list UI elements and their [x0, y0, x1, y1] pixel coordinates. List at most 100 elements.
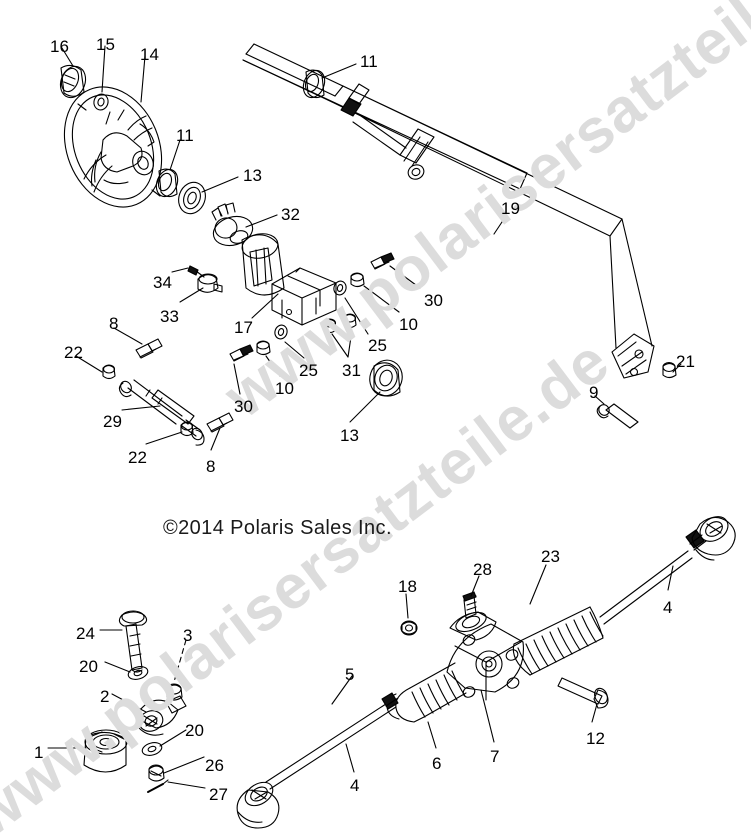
callout-11-wheel: 11 [176, 126, 194, 145]
leader-22-lower [145, 431, 183, 445]
part-29-steering-damper [118, 379, 205, 446]
leader-25-left [284, 341, 305, 359]
part-28-grease-fitting [462, 591, 477, 619]
callout-22-lower: 22 [128, 448, 147, 467]
part-11-ring-wheel [155, 168, 179, 198]
part-20-washer-upper [127, 666, 149, 680]
leader-30-right [389, 265, 421, 289]
part-13-bearing-lower [369, 359, 403, 397]
callout-6: 6 [432, 754, 442, 773]
part-14-steering-wheel [63, 86, 163, 208]
part-23-boot-right [512, 606, 604, 676]
callout-29: 29 [103, 412, 122, 431]
part-30-bolt-left [229, 344, 254, 362]
part-30-bolt-right [370, 252, 395, 270]
leader-23 [529, 564, 547, 605]
callout-22-upper: 22 [64, 343, 83, 362]
leader-20-upper [104, 661, 131, 673]
part-9-bolt [596, 403, 639, 429]
part-26-nut [148, 764, 165, 782]
leader-30-left [233, 363, 241, 395]
leader-33 [179, 287, 204, 303]
copyright-notice: ©2014 Polaris Sales Inc. [163, 517, 392, 539]
callout-10-left: 10 [275, 379, 294, 398]
callout-33: 33 [160, 307, 179, 326]
part-13-bearing-upper [178, 181, 206, 215]
part-27-cotter-pin [147, 779, 169, 793]
leader-17 [251, 293, 279, 319]
leader-15 [101, 45, 106, 93]
leader-27 [167, 781, 206, 789]
callout-9: 9 [589, 383, 599, 402]
leader-4-left [345, 743, 355, 773]
leader-25-right [344, 297, 369, 335]
part-5-tie-rod-left [236, 692, 399, 829]
part-8-bolt-lower [206, 412, 234, 433]
leader-8-upper [113, 327, 143, 345]
part-31-nuts [323, 313, 357, 334]
callout-26: 26 [205, 756, 224, 775]
callout-8-lower: 8 [206, 457, 216, 476]
part-24-bolt [118, 610, 148, 673]
callout-11-upper: 11 [360, 52, 378, 71]
callout-16: 16 [50, 37, 69, 56]
leader-34 [171, 267, 189, 273]
leader-10-right [363, 285, 400, 313]
part-22-nut-upper [102, 364, 116, 380]
leader-6 [427, 721, 437, 749]
leader-26 [163, 756, 205, 774]
part-12-bolt [557, 677, 609, 709]
part-2-lower-joint [138, 695, 187, 736]
leader-31 [331, 329, 353, 358]
leader-20-lower [159, 729, 187, 747]
part-8-bolt-upper [135, 338, 163, 359]
callout-25-left: 25 [299, 361, 318, 380]
leader-9 [594, 395, 605, 405]
part-18-washer [400, 620, 418, 636]
callout-12: 12 [586, 729, 605, 748]
leader-11-wheel [169, 139, 181, 171]
callout-2: 2 [100, 687, 110, 706]
leader-3 [173, 639, 187, 683]
leader-18 [405, 593, 409, 619]
leader-12 [591, 703, 598, 723]
callout-14: 14 [140, 45, 159, 64]
part-22-nut-lower [180, 421, 194, 437]
part-19-steering-shaft [242, 43, 655, 379]
callout-19: 19 [501, 199, 520, 218]
part-10-nut-left [256, 340, 271, 356]
callout-27: 27 [209, 785, 228, 804]
leader-21 [672, 363, 682, 373]
callout-10-right: 10 [399, 315, 418, 334]
part-7-rack-housing [446, 611, 524, 701]
part-25-washer-right [333, 280, 347, 296]
callout-13-upper: 13 [243, 166, 262, 185]
callout-28: 28 [473, 560, 492, 579]
callout-31: 31 [342, 361, 361, 380]
leader-4-right [667, 565, 674, 591]
callout-4-left: 4 [350, 776, 360, 795]
part-1-post-bushing [83, 729, 128, 773]
callout-5: 5 [345, 665, 355, 684]
callout-20-lower: 20 [185, 721, 204, 740]
part-10-nut-right [350, 272, 365, 288]
leader-10-left [265, 355, 281, 377]
leader-16 [61, 47, 74, 67]
leader-29 [121, 405, 161, 411]
callout-21: 21 [676, 352, 695, 371]
part-20-washer-lower [141, 742, 163, 756]
part-25-washer-left [274, 324, 288, 340]
leader-19 [493, 215, 507, 235]
part-33-knob [197, 273, 223, 293]
leader-32 [245, 214, 278, 228]
leader-13-lower [349, 391, 381, 423]
callout-15: 15 [96, 35, 115, 54]
leader-28 [470, 575, 480, 597]
leader-11-upper [321, 63, 357, 79]
part-11-ring-upper [302, 69, 326, 99]
leader-2 [111, 693, 147, 713]
callout-18: 18 [398, 577, 417, 596]
leader-14 [140, 55, 146, 103]
part-3-nut [166, 683, 183, 701]
